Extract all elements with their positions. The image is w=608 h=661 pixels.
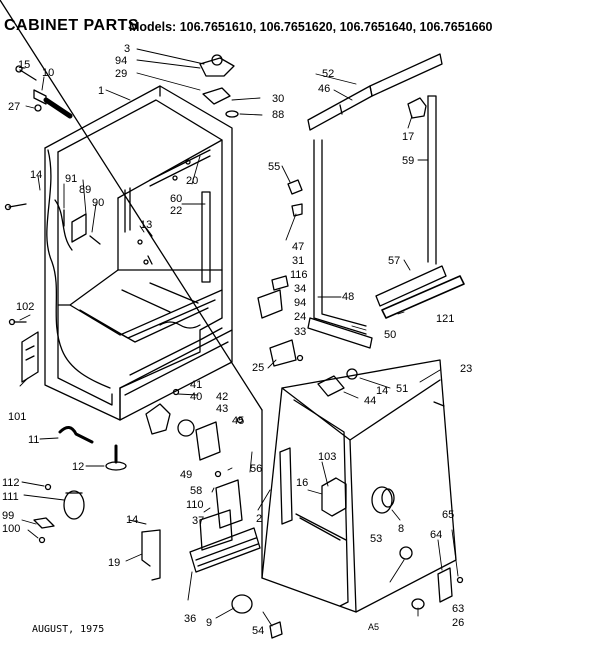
callout-58: 58: [190, 485, 202, 497]
callout-9: 9: [206, 617, 212, 629]
center-parts: [145, 388, 261, 573]
callout-40: 40: [190, 391, 202, 403]
callout-1: 1: [98, 85, 104, 97]
callout-54: 54: [252, 625, 264, 637]
model-numbers: Models: 106.7651610, 106.7651620, 106.76…: [129, 20, 493, 34]
callout-56: 56: [250, 463, 262, 475]
callout-26: 26: [452, 617, 464, 629]
callout-15: 15: [18, 59, 30, 71]
callout-19: 19: [108, 557, 120, 569]
callout-10: 10: [42, 67, 54, 79]
callout-102: 102: [16, 301, 34, 313]
callout-12: 12: [72, 461, 84, 473]
callout-31: 31: [292, 255, 304, 267]
callout-99: 99: [2, 510, 14, 522]
callout-112: 112: [2, 477, 20, 489]
callout-101: 101: [8, 411, 26, 423]
callout-90: 90: [92, 197, 104, 209]
callout-41: 41: [190, 379, 202, 391]
callout-8: 8: [398, 523, 404, 535]
callout-24: 24: [294, 311, 306, 323]
callout-65: 65: [442, 509, 454, 521]
leader-lines: [19, 48, 459, 627]
callout-116: 116: [290, 269, 308, 281]
callout-13: 13: [140, 219, 152, 231]
callout-94: 94: [115, 55, 127, 67]
callout-91: 91: [65, 173, 77, 185]
callout-23: 23: [460, 363, 472, 375]
callout-11: 11: [28, 434, 39, 446]
callout-51: 51: [396, 383, 408, 395]
door-trim-and-gasket: [257, 53, 465, 367]
callout-48: 48: [342, 291, 354, 303]
callout-30: 30: [272, 93, 284, 105]
callout-121: 121: [436, 313, 454, 325]
callout-50: 50: [384, 329, 396, 341]
callout-17: 17: [402, 131, 414, 143]
callout-89: 89: [79, 184, 91, 196]
diagram-title: CABINET PARTS: [4, 17, 140, 34]
callout-64: 64: [430, 529, 442, 541]
callouts: 3 94 29 1 15 10 27 30 88 14 91 89 90 20 …: [2, 43, 472, 637]
callout-59: 59: [402, 155, 414, 167]
callout-63: 63: [452, 603, 464, 615]
door-assembly: [0, 0, 464, 639]
footer-code: A5: [368, 622, 379, 632]
callout-45: 45: [232, 415, 244, 427]
footer-date: AUGUST, 1975: [32, 624, 105, 635]
callout-43: 43: [216, 403, 228, 415]
callout-46: 46: [318, 83, 330, 95]
callout-52: 52: [322, 68, 334, 80]
callout-33: 33: [294, 326, 306, 338]
callout-14c: 14: [376, 385, 388, 397]
callout-55: 55: [268, 161, 280, 173]
top-hinge: [199, 54, 239, 118]
callout-34: 34: [294, 283, 306, 295]
callout-20: 20: [186, 175, 198, 187]
callout-22: 22: [170, 205, 182, 217]
cabinet-liner: [21, 85, 233, 421]
callout-16: 16: [296, 477, 308, 489]
callout-110: 110: [186, 499, 204, 511]
callout-42: 42: [216, 391, 228, 403]
callout-49: 49: [180, 469, 192, 481]
callout-60: 60: [170, 193, 182, 205]
callout-2: 2: [256, 513, 262, 525]
callout-47: 47: [292, 241, 304, 253]
callout-44: 44: [364, 395, 376, 407]
callout-36: 36: [184, 613, 196, 625]
callout-14b: 14: [126, 514, 138, 526]
callout-14: 14: [30, 169, 42, 181]
callout-29: 29: [115, 68, 127, 80]
callout-3: 3: [124, 43, 130, 55]
callout-27: 27: [8, 101, 20, 113]
callout-57: 57: [388, 255, 400, 267]
left-small-parts: [4, 65, 161, 581]
callout-88: 88: [272, 109, 284, 121]
callout-111: 111: [2, 491, 19, 503]
callout-53: 53: [370, 533, 382, 545]
callout-100: 100: [2, 523, 20, 535]
callout-103: 103: [318, 451, 336, 463]
callout-37: 37: [192, 515, 204, 527]
callout-25: 25: [252, 362, 264, 374]
callout-94b: 94: [294, 297, 306, 309]
